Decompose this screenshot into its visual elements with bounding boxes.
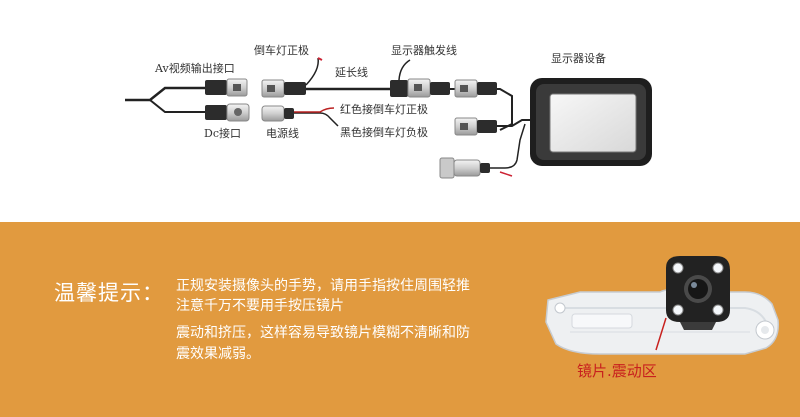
red-wire: [294, 107, 335, 113]
label-black-wire: 黑色接倒车灯负极: [340, 126, 428, 139]
black-wire: [294, 112, 339, 127]
dc-port-connector: [205, 103, 250, 122]
display-input-connector-top: [454, 79, 497, 98]
label-power-cable: 电源线: [266, 127, 299, 140]
av-output-connector: [205, 78, 248, 97]
label-display-trigger: 显示器触发线: [391, 44, 457, 57]
wiring-diagram-graphic: [125, 57, 652, 179]
reverse-positive-connector: [261, 79, 306, 98]
camera-image: [540, 248, 785, 364]
label-av-output: Av视频输出接口: [155, 62, 235, 75]
tips-title: 温馨提示：: [54, 281, 164, 305]
label-dc-port: Dc接口: [204, 127, 241, 140]
display-power-connector: [439, 157, 490, 179]
tips-line-2: 注意千万不要用手按压镜片: [176, 298, 344, 314]
camera-graphic: [545, 256, 779, 355]
tips-line-1: 正规安装摄像头的手势，请用手指按住周围轻推: [176, 278, 470, 294]
display-trigger-connector: [390, 78, 450, 98]
display-power-wire: [490, 123, 526, 169]
tips-line-3: 震动和挤压，这样容易导致镜片模糊不清晰和防: [176, 325, 470, 341]
display-link-cable: [497, 119, 535, 127]
power-cable-connector: [261, 105, 294, 122]
camera-main-cable: [125, 86, 205, 102]
label-extension-cable: 延长线: [335, 66, 368, 79]
label-red-wire: 红色接倒车灯正极: [340, 103, 428, 116]
reverse-positive-wire: [305, 57, 319, 86]
tips-line-4: 震效果减弱。: [176, 346, 260, 362]
wiring-diagram: Av视频输出接口 倒车灯正极 显示器触发线 显示器设备 延长线 红色接倒车灯正极…: [125, 44, 652, 179]
label-display-device: 显示器设备: [551, 52, 606, 65]
display-trigger-wire: [398, 59, 411, 81]
label-reverse-positive: 倒车灯正极: [254, 44, 309, 57]
display-input-connector-bottom: [454, 117, 497, 136]
display-device: [530, 78, 652, 166]
lens-vibration-label: 镜片.震动区: [577, 362, 657, 380]
camera-dc-cable: [149, 99, 205, 113]
